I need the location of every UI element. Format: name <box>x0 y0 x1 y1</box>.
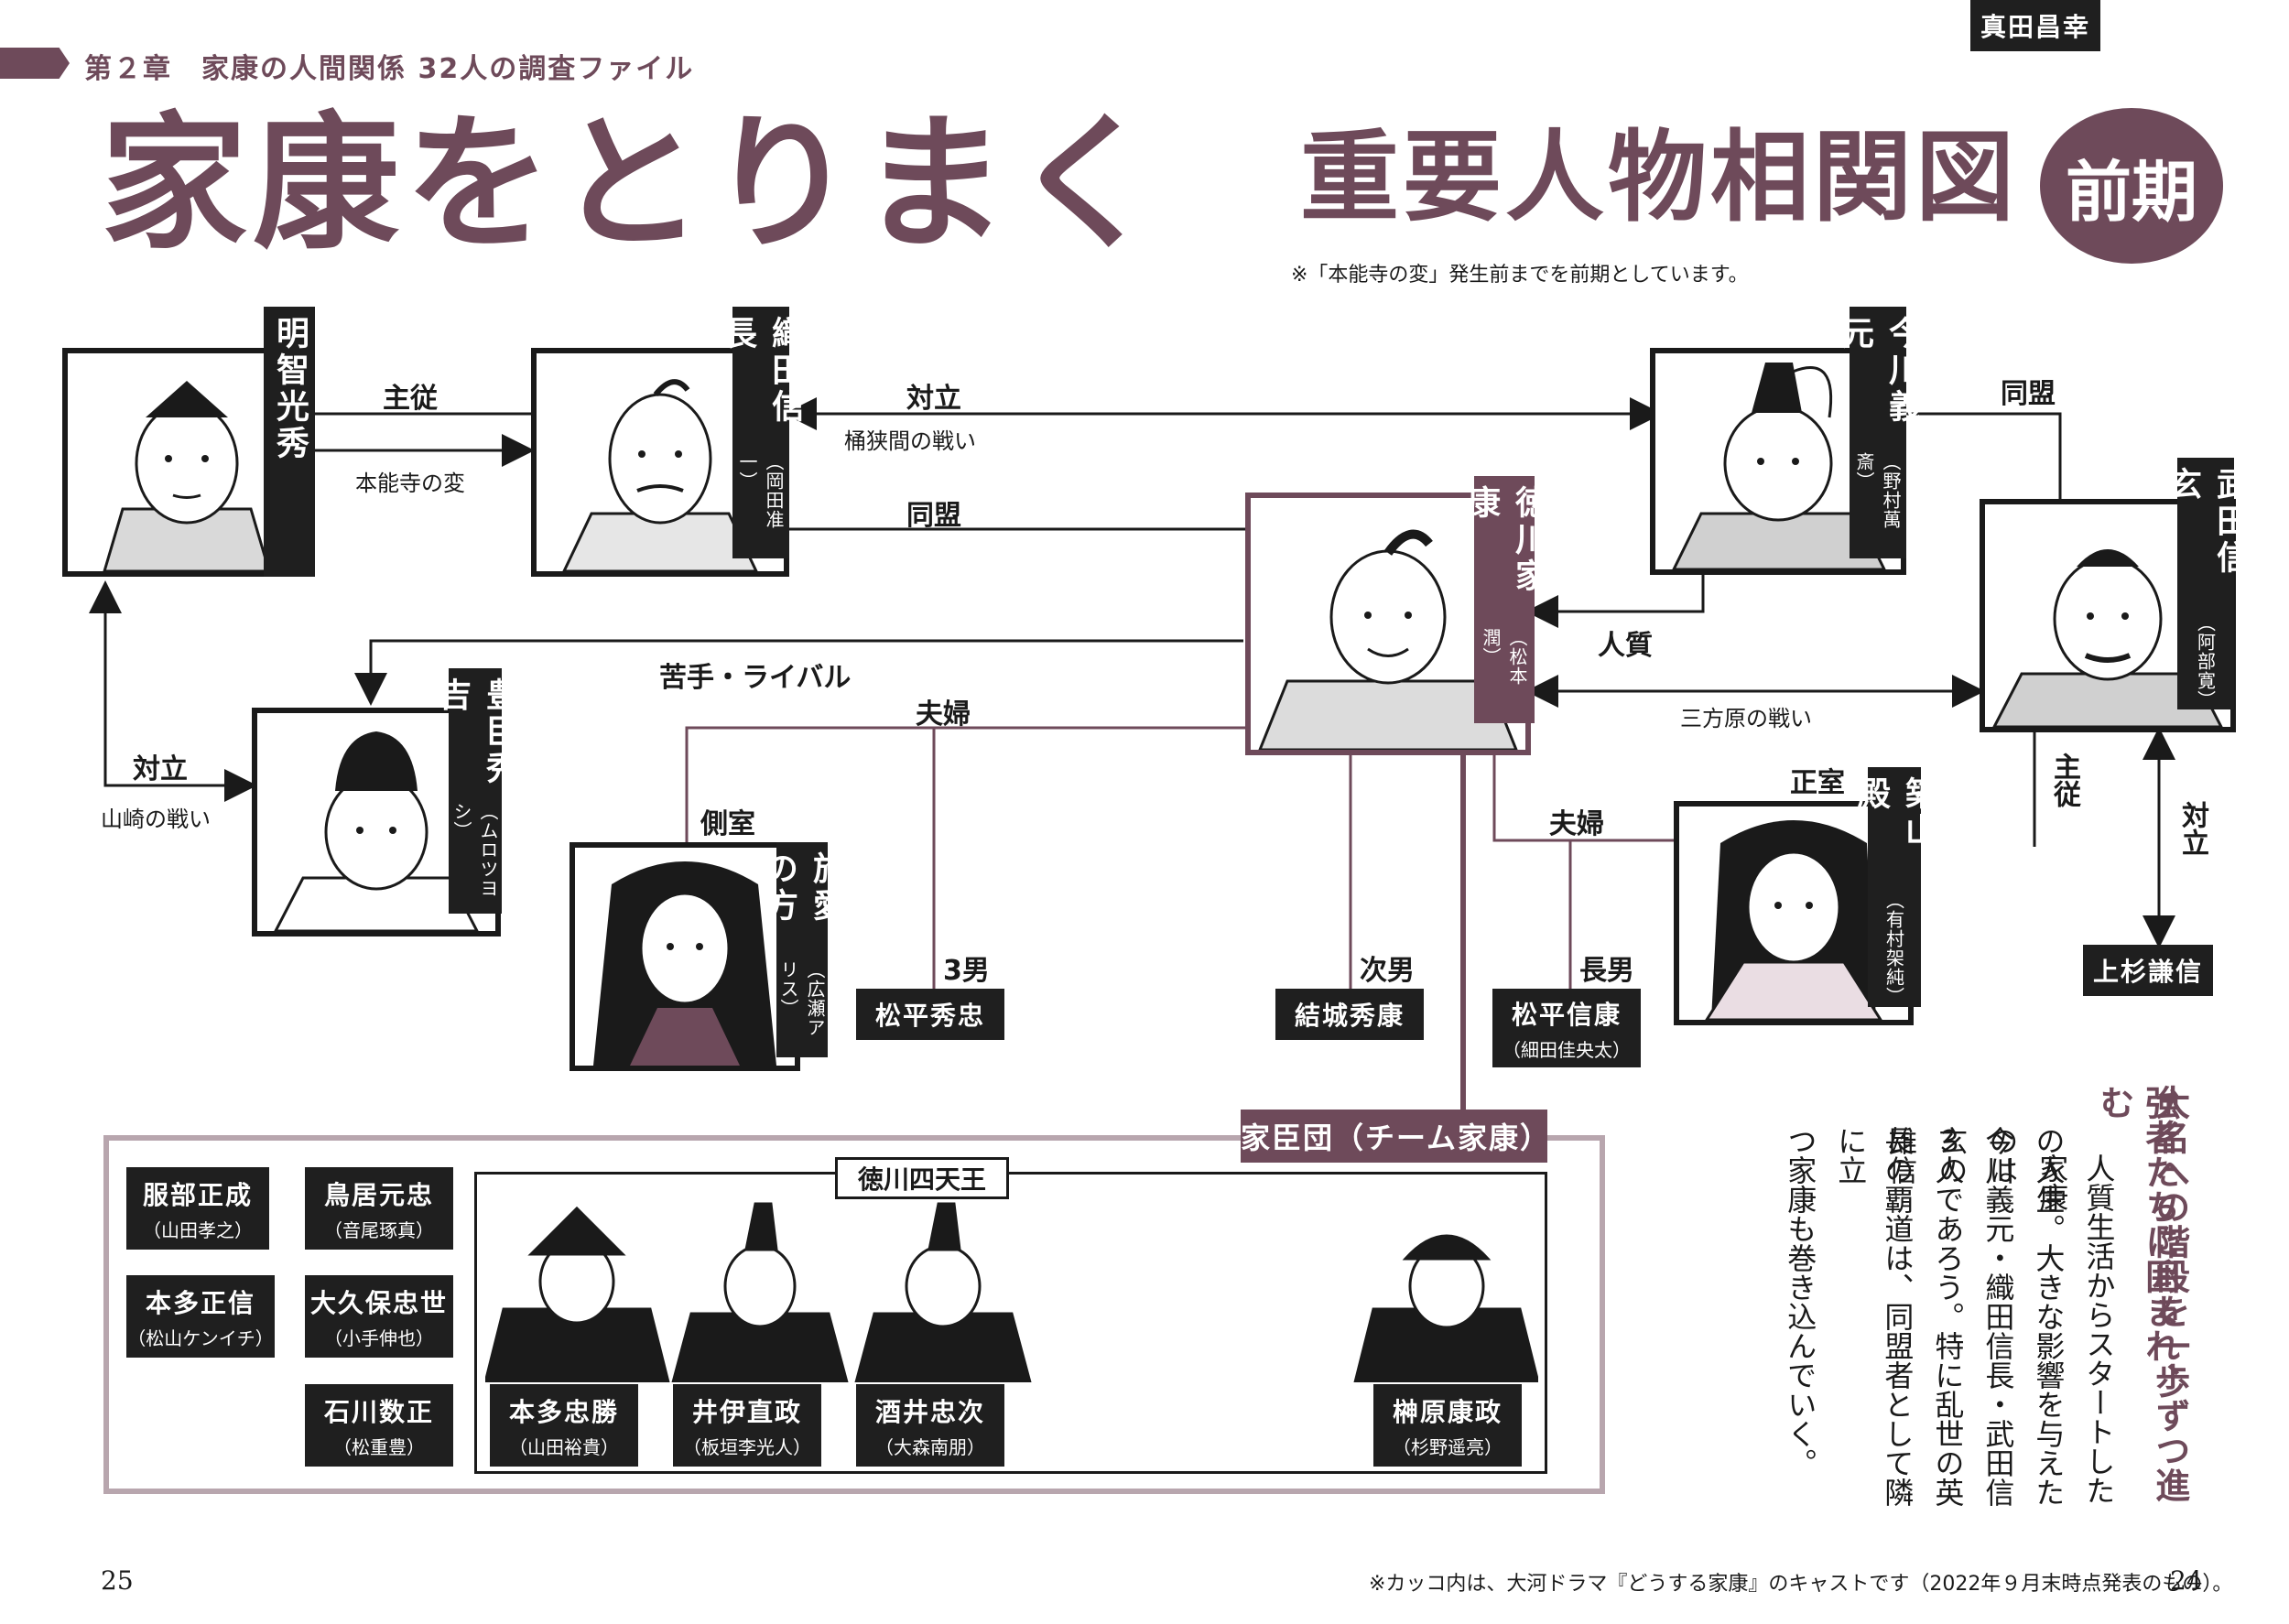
shitenno-illustrations <box>485 1202 1538 1382</box>
box-nobuyasu: 松平信康 （細田佳央太） <box>1492 989 1641 1067</box>
side-body-line: 今川義元・織田信長・武田信玄の <box>1934 1126 2016 1507</box>
namebar-mitsuhide: 明智光秀 <box>264 307 315 577</box>
label-doumei-shingen: 同盟 <box>2001 378 2056 410</box>
label-yamazaki: 山崎の戦い <box>101 807 211 832</box>
label-honnoji: 本能寺の変 <box>355 471 465 496</box>
label-doumei-nobunaga: 同盟 <box>906 500 961 532</box>
box-hideyasu: 結城秀康 <box>1275 989 1424 1040</box>
ieyasu-illustration <box>1257 529 1519 752</box>
retainer-box: 本多正信 （松山ケンイチ） <box>126 1275 275 1358</box>
side-body-line: 人質生活からスタートした家康 <box>2034 1153 2117 1505</box>
yoshimoto-illustration <box>1671 363 1887 571</box>
label-okehazama: 桶狭間の戦い <box>844 428 976 454</box>
box-masayuki: 真田昌幸 <box>1970 0 2100 51</box>
side-body-line: ３人であろう。特に乱世の英雄信 <box>1883 1126 1966 1507</box>
label-shujuu: 主従 <box>383 383 438 415</box>
shitenno-frame <box>474 1172 1547 1474</box>
label-seishitsu: 正室 <box>1790 767 1845 799</box>
label-tairitsu-yamazaki: 対立 <box>133 753 188 785</box>
retainer-box: 大久保忠世 （小手伸也） <box>305 1275 453 1358</box>
page-title-right: 重要人物相関図 <box>1300 120 2019 235</box>
label-nigate: 苦手・ライバル <box>659 662 852 694</box>
namebar-oai: 於愛の方 （広瀬アリス） <box>760 842 845 1057</box>
label-mikatagahara: 三方原の戦い <box>1680 706 1812 731</box>
period-badge: 前期 <box>2040 108 2223 264</box>
page-title-left: 家康をとりまく <box>101 97 1166 269</box>
shingen-illustration <box>1991 549 2224 729</box>
box-hidetada: 松平秀忠 <box>856 989 1004 1040</box>
label-jinan: 次男 <box>1360 955 1415 987</box>
side-body-line: 長の覇道は、同盟者として隣に立 <box>1833 1126 1915 1507</box>
namebar-shingen: 武田信玄 （阿部寛） <box>2164 458 2249 709</box>
oai-illustration <box>593 861 776 1066</box>
label-fuufu-oai: 夫婦 <box>916 698 971 731</box>
side-body-line: つ家康も巻き込んでいく。 <box>1783 1126 1818 1478</box>
label-fuufu-tsukiyama: 夫婦 <box>1549 808 1604 840</box>
namebar-yoshimoto: 今川義元 （野村萬斎） <box>1836 307 1921 558</box>
shitenno-box: 本多忠勝 （山田裕貴） <box>490 1384 638 1467</box>
label-3nan: 3男 <box>943 955 990 987</box>
namebar-ieyasu: 徳川家康 （松本潤） <box>1462 476 1547 723</box>
label-shujuu-masayuki: 主従 <box>2048 752 2080 807</box>
namebar-nobunaga: 織田信長 （岡田准一） <box>719 307 804 558</box>
shitenno-label: 徳川四天王 <box>835 1157 1009 1199</box>
label-sokushitsu: 側室 <box>700 808 755 840</box>
shitenno-box: 榊原康政 （杉野遥亮） <box>1373 1384 1522 1467</box>
page-number-left: 25 <box>101 1565 134 1596</box>
cast-note: ※カッコ内は、大河ドラマ『どうする家康』のキャストです（2022年９月末時点発表… <box>1369 1573 2233 1596</box>
tsukiyama-illustration <box>1704 820 1883 1022</box>
period-note: ※「本能寺の変」発生前までを前期としています。 <box>1291 264 1749 287</box>
chapter-marker <box>0 48 70 79</box>
shitenno-box: 井伊直政 （板垣李光人） <box>673 1384 821 1467</box>
side-heading-1: 強者たちに囲まれ、 <box>2139 1085 2180 1398</box>
portrait-oai <box>570 842 800 1071</box>
label-tairitsu-kenshin: 対立 <box>2176 801 2208 856</box>
retainer-box: 石川数正 （松重豊） <box>305 1384 453 1467</box>
side-heading-2: 大名への階段を一歩ずつ進む <box>2093 1085 2190 1502</box>
page-number-right: 24 <box>2170 1565 2203 1596</box>
retainer-box: 鳥居元忠 （音尾琢真） <box>305 1167 453 1250</box>
namebar-hideyoshi: 豊臣秀吉 （ムロツヨシ） <box>433 668 518 914</box>
box-kenshin: 上杉謙信 <box>2083 945 2213 996</box>
label-tairitsu-okehazama: 対立 <box>906 383 961 415</box>
shitenno-box: 酒井忠次 （大森南朋） <box>856 1384 1004 1467</box>
kashin-frame <box>103 1135 1605 1494</box>
chapter-heading: 第２章 家康の人間関係 32人の調査ファイル <box>84 53 695 85</box>
label-hitojichi: 人質 <box>1598 630 1653 662</box>
retainer-box: 服部正成 （山田孝之） <box>126 1167 269 1250</box>
namebar-tsukiyama: 築山殿 （有村架純） <box>1852 767 1937 1007</box>
kashin-label: 家臣団（チーム家康） <box>1241 1110 1549 1163</box>
label-chounan: 長男 <box>1579 955 1634 987</box>
side-body-line: の人生。大きな影響を与えたのは <box>1984 1126 2067 1507</box>
